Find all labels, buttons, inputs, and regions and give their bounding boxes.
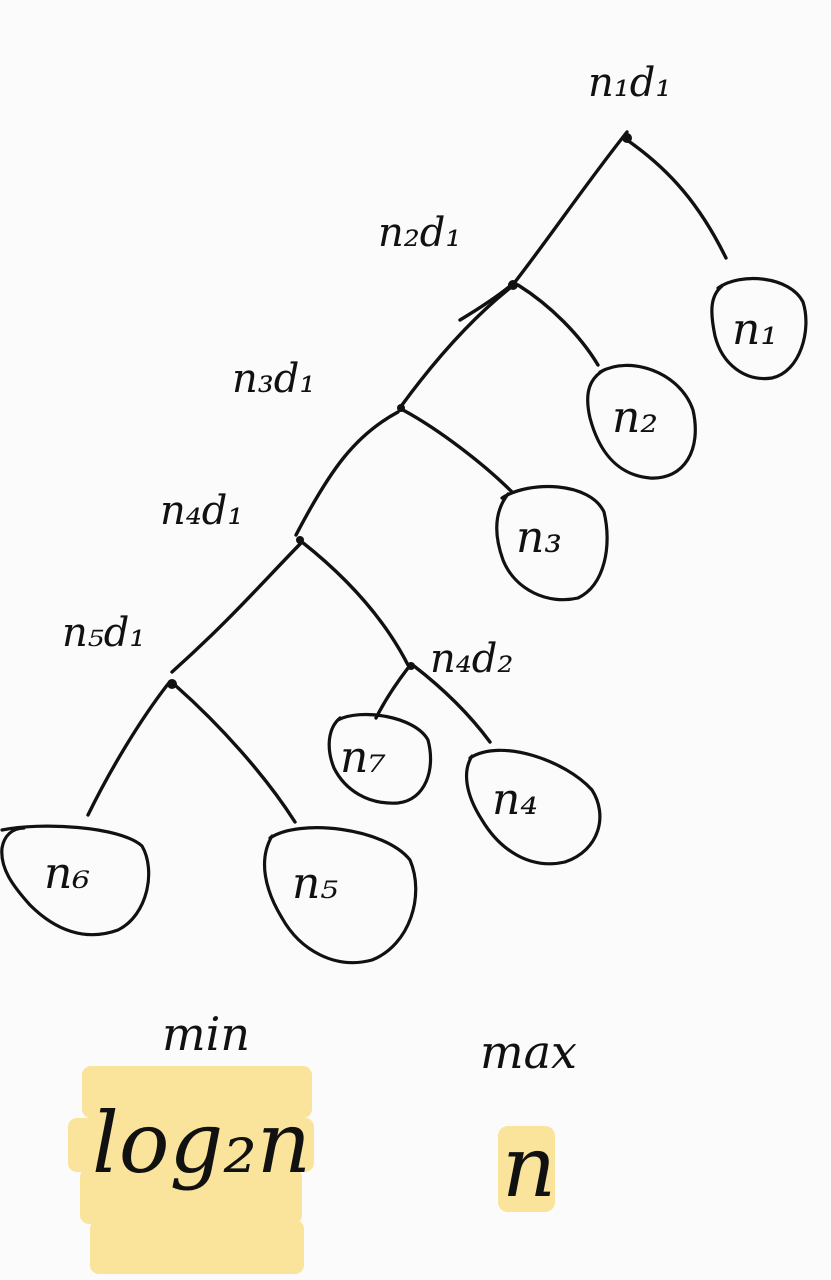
node-label-n3d1: n₃d₁ bbox=[232, 356, 315, 402]
edge-d-left bbox=[86, 682, 170, 817]
svg-text:n₄: n₄ bbox=[492, 774, 538, 825]
svg-text:n₇: n₇ bbox=[340, 732, 386, 783]
edge-root-right bbox=[625, 138, 728, 260]
node-label-n2d1: n₂d₁ bbox=[378, 210, 461, 256]
node-label-n4d1: n₄d₁ bbox=[160, 488, 243, 534]
leaf-n6: n₆ bbox=[0, 824, 151, 937]
svg-text:n₁: n₁ bbox=[732, 304, 778, 355]
max-highlight bbox=[498, 1126, 555, 1212]
leaf-n4: n₄ bbox=[464, 748, 602, 866]
node-label-root: n₁d₁ bbox=[588, 60, 671, 106]
edge-b-left bbox=[294, 410, 400, 537]
edge-b-right bbox=[401, 408, 514, 494]
svg-text:n₅: n₅ bbox=[292, 858, 338, 909]
edge-a-left bbox=[400, 286, 512, 407]
edges bbox=[86, 130, 728, 824]
svg-text:n₆: n₆ bbox=[44, 848, 90, 899]
leaf-n1: n₁ bbox=[710, 276, 808, 381]
node-dots bbox=[167, 133, 632, 689]
svg-text:n₂: n₂ bbox=[612, 392, 658, 443]
leaf-n2: n₂ bbox=[586, 363, 697, 480]
leaf-n3: n₃ bbox=[495, 484, 609, 602]
edge-e-left bbox=[374, 666, 410, 720]
max-value: n bbox=[502, 1118, 556, 1216]
svg-text:n₃: n₃ bbox=[516, 512, 562, 563]
node-label-n5d1: n₅d₁ bbox=[62, 610, 145, 656]
min-highlight bbox=[68, 1066, 314, 1274]
edge-c-right bbox=[300, 540, 410, 667]
min-label: min bbox=[162, 1007, 250, 1061]
node-label-n4d2: n₄d₂ bbox=[430, 636, 513, 682]
edge-e-right bbox=[412, 664, 492, 744]
max-label: max bbox=[480, 1025, 577, 1079]
leaf-n7: n₇ bbox=[327, 712, 433, 805]
min-value: log₂n bbox=[92, 1094, 311, 1192]
edge-c-left bbox=[170, 540, 304, 674]
edge-d-right bbox=[174, 684, 297, 824]
edge-a-right bbox=[516, 283, 600, 367]
edge-root-left bbox=[458, 130, 629, 322]
leaf-n5: n₅ bbox=[262, 826, 418, 965]
